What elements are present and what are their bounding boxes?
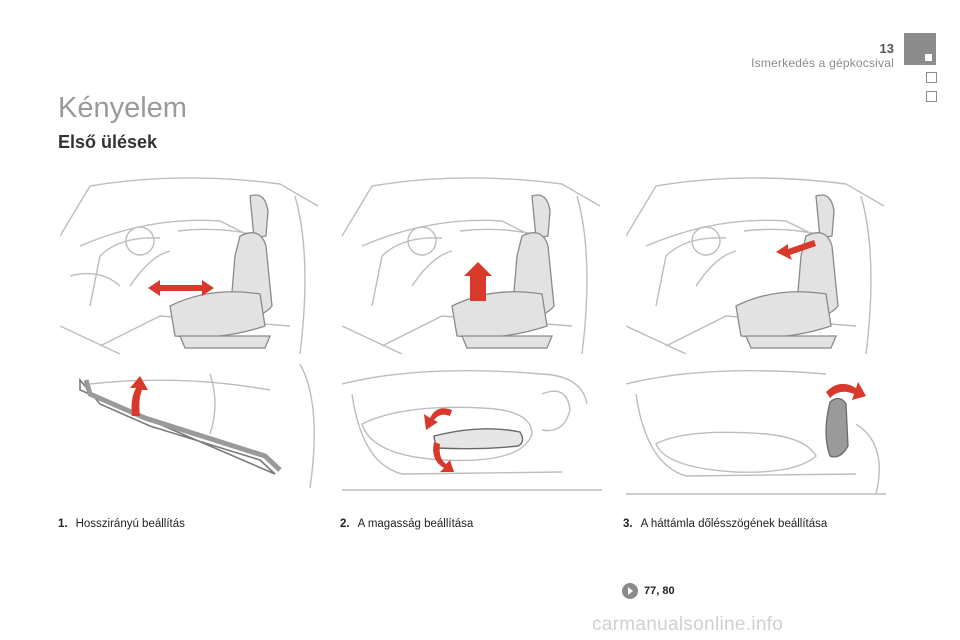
- caption-3: 3. A háttámla dőlésszögének beállítása: [623, 518, 827, 530]
- caption-number: 1.: [58, 518, 68, 530]
- section-title: Első ülések: [58, 132, 158, 152]
- chapter-tab-active[interactable]: [904, 33, 936, 65]
- caption-2: 2. A magasság beállítása: [340, 518, 473, 530]
- page-title: Kényelem: [58, 92, 187, 124]
- caption-number: 2.: [340, 518, 350, 530]
- caption-text: Hosszirányú beállítás: [75, 518, 185, 530]
- seat-backrest-illustration: [626, 176, 888, 354]
- page-number: 13: [879, 41, 894, 56]
- reference-pages[interactable]: 77, 80: [644, 585, 675, 597]
- seat-longitudinal-illustration: [60, 176, 320, 354]
- chapter-tab[interactable]: [926, 91, 937, 102]
- watermark: carmanualsonline.info: [592, 614, 784, 635]
- page-reference[interactable]: 77, 80: [622, 583, 675, 599]
- caption-text: A háttámla dőlésszögének beállítása: [640, 518, 828, 530]
- longitudinal-lever-detail: [60, 364, 322, 488]
- backrest-wheel-detail: [626, 364, 888, 500]
- seat-height-illustration: [342, 176, 604, 354]
- chapter-title: Ismerkedés a gépkocsival: [751, 56, 894, 70]
- caption-number: 3.: [623, 518, 633, 530]
- chapter-tab[interactable]: [926, 72, 937, 83]
- arrow-right-icon: [622, 583, 638, 599]
- height-lever-detail: [342, 364, 604, 496]
- caption-1: 1. Hosszirányú beállítás: [58, 518, 185, 530]
- caption-text: A magasság beállítása: [357, 518, 474, 530]
